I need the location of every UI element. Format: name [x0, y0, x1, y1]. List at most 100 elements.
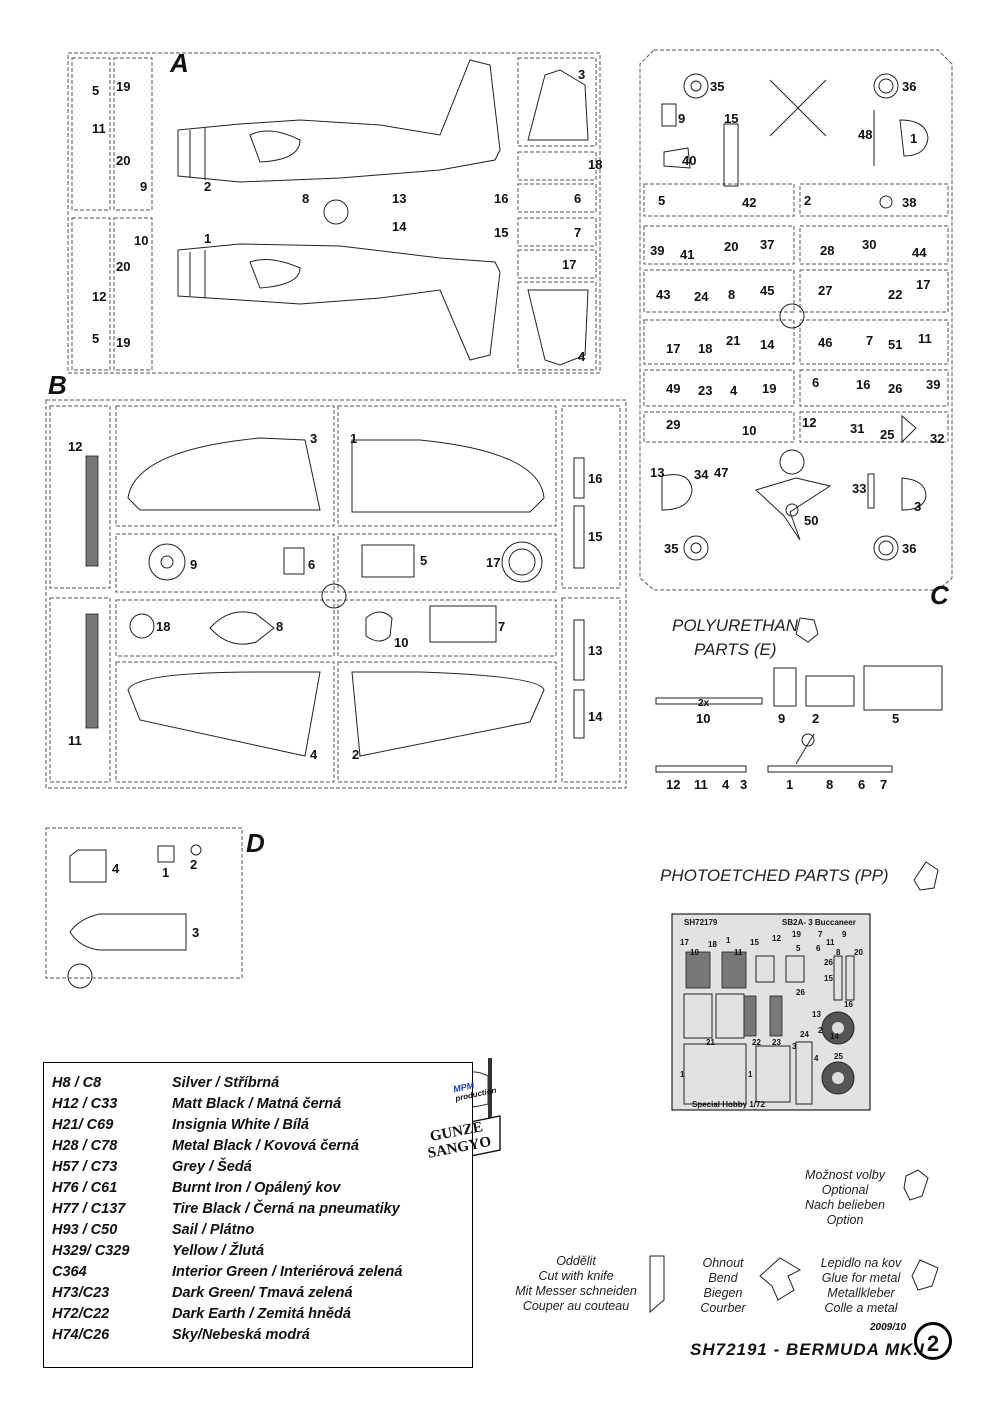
paint-name: Dark Green/ Tmavá zelená — [172, 1285, 353, 1301]
part-number: 20 — [724, 239, 739, 254]
part-number: 26 — [888, 381, 903, 396]
part-number: 2 — [204, 179, 212, 194]
pe-part-number: 9 — [842, 930, 847, 939]
part-number: 30 — [862, 237, 877, 252]
paint-code: H72/C22 — [52, 1306, 110, 1322]
part-number: 44 — [912, 245, 927, 260]
part-number: 3 — [192, 925, 200, 940]
part-number: 5 — [92, 83, 100, 98]
pe-part-number: 19 — [792, 930, 801, 939]
part-number: 4 — [730, 383, 738, 398]
part-number: 16 — [494, 191, 509, 206]
part-number: 10 — [742, 423, 757, 438]
polyurethane-parts-art — [655, 665, 943, 773]
part-number: 1 — [350, 431, 358, 446]
paint-code: H57 / C73 — [52, 1159, 118, 1175]
glue-symbol-label: Lepidlo na kov Glue for metal Metallkleb… — [806, 1256, 916, 1316]
paint-code: H93 / C50 — [52, 1222, 118, 1238]
part-number: 10 — [696, 711, 711, 726]
part-number: 12 — [666, 777, 681, 792]
pe-part-number: 17 — [680, 938, 689, 947]
label-en: Glue for metal — [821, 1271, 901, 1285]
part-number: 19 — [116, 79, 131, 94]
part-number: 16 — [588, 471, 603, 486]
label-de: Biegen — [703, 1286, 743, 1300]
part-number: 13 — [588, 643, 603, 658]
part-number: 9 — [190, 557, 198, 572]
part-number: 7 — [866, 333, 874, 348]
paint-name: Dark Earth / Zemitá hnědá — [172, 1306, 351, 1322]
fret-name: SB2A- 3 Buccaneer — [782, 918, 856, 927]
paint-name: Grey / Šedá — [172, 1159, 252, 1175]
pe-part-number: 24 — [800, 1030, 809, 1039]
part-number: 2 — [352, 747, 360, 762]
paint-code: H74/C26 — [52, 1327, 110, 1343]
part-number: 36 — [902, 541, 917, 556]
paint-code: H329/ C329 — [52, 1243, 130, 1259]
part-number: 1 — [162, 865, 170, 880]
label-fr: Option — [826, 1213, 864, 1227]
paint-name: Burnt Iron / Opálený kov — [172, 1180, 341, 1196]
part-number: 17 — [562, 257, 577, 272]
label-en: Optional — [821, 1183, 869, 1197]
part-number: 34 — [694, 467, 709, 482]
part-number: 45 — [760, 283, 775, 298]
part-number: 17 — [916, 277, 931, 292]
part-number: 11 — [68, 733, 82, 748]
pe-part-number: 1 — [726, 936, 731, 945]
paint-code: H76 / C61 — [52, 1180, 118, 1196]
part-number: 9 — [778, 711, 786, 726]
part-number: 9 — [140, 179, 148, 194]
part-number: 37 — [760, 237, 775, 252]
label-fr: Courber — [700, 1301, 746, 1315]
pe-part-number: 12 — [772, 934, 781, 943]
part-number: 17 — [666, 341, 681, 356]
part-number: 2 — [812, 711, 820, 726]
pe-part-number: 1 — [748, 1070, 753, 1079]
part-number: 4 — [112, 861, 120, 876]
part-number: 1 — [204, 231, 212, 246]
part-number: 49 — [666, 381, 681, 396]
part-number: 14 — [588, 709, 603, 724]
part-number: 51 — [888, 337, 903, 352]
part-number: 38 — [902, 195, 917, 210]
part-number: 7 — [574, 225, 582, 240]
pe-part-number: 3 — [792, 1042, 797, 1051]
part-number: 2 — [804, 193, 812, 208]
pe-part-number: 22 — [752, 1038, 761, 1047]
part-number: 22 — [888, 287, 903, 302]
pe-part-number: 11 — [734, 948, 743, 957]
part-number: 35 — [710, 79, 725, 94]
part-number: 8 — [826, 777, 834, 792]
part-number: 35 — [664, 541, 679, 556]
part-number: 3 — [578, 67, 586, 82]
part-number: 41 — [680, 247, 695, 262]
sprue-b-letter: B — [48, 370, 67, 400]
part-number: 10 — [134, 233, 149, 248]
part-number: 3 — [914, 499, 922, 514]
tailplanes — [527, 69, 589, 366]
part-number: 16 — [856, 377, 871, 392]
page-number: 2 — [914, 1322, 952, 1360]
part-number: 24 — [694, 289, 709, 304]
fuselage-half-upper — [177, 59, 501, 183]
part-number: 33 — [852, 481, 867, 496]
part-number: 14 — [760, 337, 775, 352]
part-number: 28 — [820, 243, 835, 258]
part-number: 15 — [724, 111, 739, 126]
photoetched-fret-art — [671, 913, 871, 1111]
pe-part-number: 18 — [708, 940, 717, 949]
paint-name: Silver / Stříbrná — [172, 1075, 280, 1091]
sprue-d-letter: D — [246, 828, 265, 858]
paint-code: H12 / C33 — [52, 1096, 118, 1112]
sprue-a-letter: A — [170, 48, 189, 78]
part-number: 2 — [190, 857, 198, 872]
footer-date: 2009/10 — [870, 1322, 907, 1333]
pe-part-number: 15 — [824, 974, 833, 983]
part-number: 11 — [694, 777, 708, 792]
part-number: 20 — [116, 259, 131, 274]
label-de: Metallkleber — [827, 1286, 895, 1300]
label-de: Nach belieben — [805, 1198, 885, 1212]
pe-part-number: 15 — [750, 938, 759, 947]
pe-part-number: 6 — [816, 944, 821, 953]
